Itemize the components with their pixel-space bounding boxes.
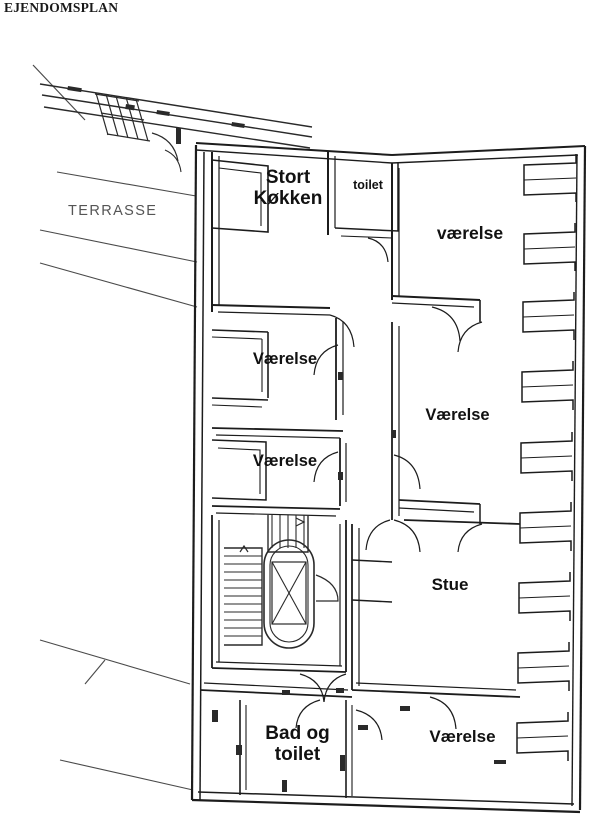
building-outer-wall bbox=[190, 142, 587, 814]
elevator-shaft bbox=[263, 539, 339, 649]
terrace-area bbox=[32, 64, 198, 791]
exterior-staircase bbox=[39, 83, 313, 173]
interior-staircase bbox=[224, 515, 309, 646]
wall-fixtures bbox=[338, 372, 506, 764]
interior-walls bbox=[199, 152, 521, 798]
page-title: EJENDOMSPLAN bbox=[4, 0, 119, 15]
window-niches-right bbox=[516, 154, 577, 761]
